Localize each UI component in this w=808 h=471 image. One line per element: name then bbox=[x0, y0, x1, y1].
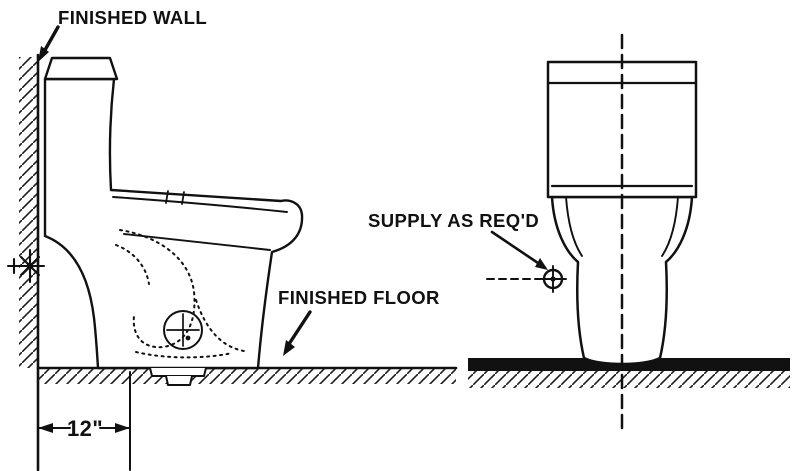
side-view bbox=[6, 25, 458, 471]
floor-section-hatch-right bbox=[468, 371, 790, 388]
rough-in-dimension bbox=[37, 371, 131, 471]
seat-hinge-tick-2 bbox=[181, 191, 185, 205]
rough-in-dimension-label: 12" bbox=[67, 416, 103, 441]
tank-lid bbox=[43, 56, 119, 81]
closet-flange bbox=[149, 367, 207, 386]
finished-floor-leader bbox=[283, 310, 312, 356]
rim-underside-line bbox=[123, 233, 271, 251]
finished-floor-label: FINISHED FLOOR bbox=[278, 287, 440, 308]
finished-wall-leader bbox=[38, 25, 60, 62]
finished-wall-label: FINISHED WALL bbox=[58, 7, 207, 28]
toilet-side-outline bbox=[43, 77, 304, 370]
bowl-inner-line-left bbox=[565, 196, 583, 257]
supply-as-reqd-label: SUPPLY AS REQ'D bbox=[368, 210, 539, 231]
dimension-arrow-left bbox=[38, 423, 53, 433]
front-view bbox=[468, 33, 790, 434]
dimension-arrow-right bbox=[115, 423, 130, 433]
trapway-hidden-lines bbox=[115, 229, 245, 359]
bowl-inner-line-right bbox=[661, 196, 679, 257]
seat-hinge-tick-1 bbox=[165, 190, 169, 204]
supply-leader bbox=[490, 230, 548, 270]
seat-seam-line bbox=[112, 196, 288, 213]
wall-section-hatch bbox=[19, 57, 38, 368]
trap-seal-symbol bbox=[163, 310, 203, 350]
floor-section-hatch-left bbox=[38, 369, 456, 384]
diagram-labels: FINISHED WALL FINISHED FLOOR SUPPLY AS R… bbox=[58, 7, 539, 441]
supply-crosshair-symbol bbox=[486, 265, 567, 293]
supply-stop-symbol bbox=[6, 248, 46, 284]
